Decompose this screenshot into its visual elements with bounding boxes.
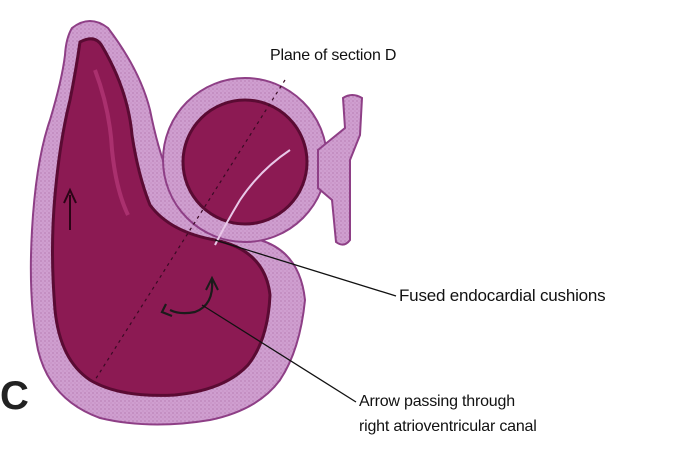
- plane-of-section-label: Plane of section D: [270, 47, 397, 64]
- fused-cushions-label: Fused endocardial cushions: [399, 286, 606, 305]
- ventricle-lumen: [51, 37, 272, 397]
- arrow-label-line2: right atrioventricular canal: [359, 418, 537, 435]
- vein-stub: [317, 94, 364, 246]
- outflow-arrow-icon: [63, 187, 77, 230]
- leader-line-arrow: [201, 304, 357, 403]
- septum-curve: [214, 149, 291, 246]
- panel-letter: C: [0, 374, 29, 418]
- leader-line-fused: [214, 239, 397, 297]
- av-canal-arrowhead-icon: [160, 303, 173, 318]
- plane-of-section-line: [94, 79, 286, 381]
- arrow-label-line1: Arrow passing through: [359, 393, 515, 410]
- av-canal-arrow-top-icon: [205, 275, 219, 291]
- av-canal-arrow-icon: [169, 279, 214, 315]
- atrium-lumen: [181, 98, 309, 226]
- lumen-highlight: [93, 69, 130, 216]
